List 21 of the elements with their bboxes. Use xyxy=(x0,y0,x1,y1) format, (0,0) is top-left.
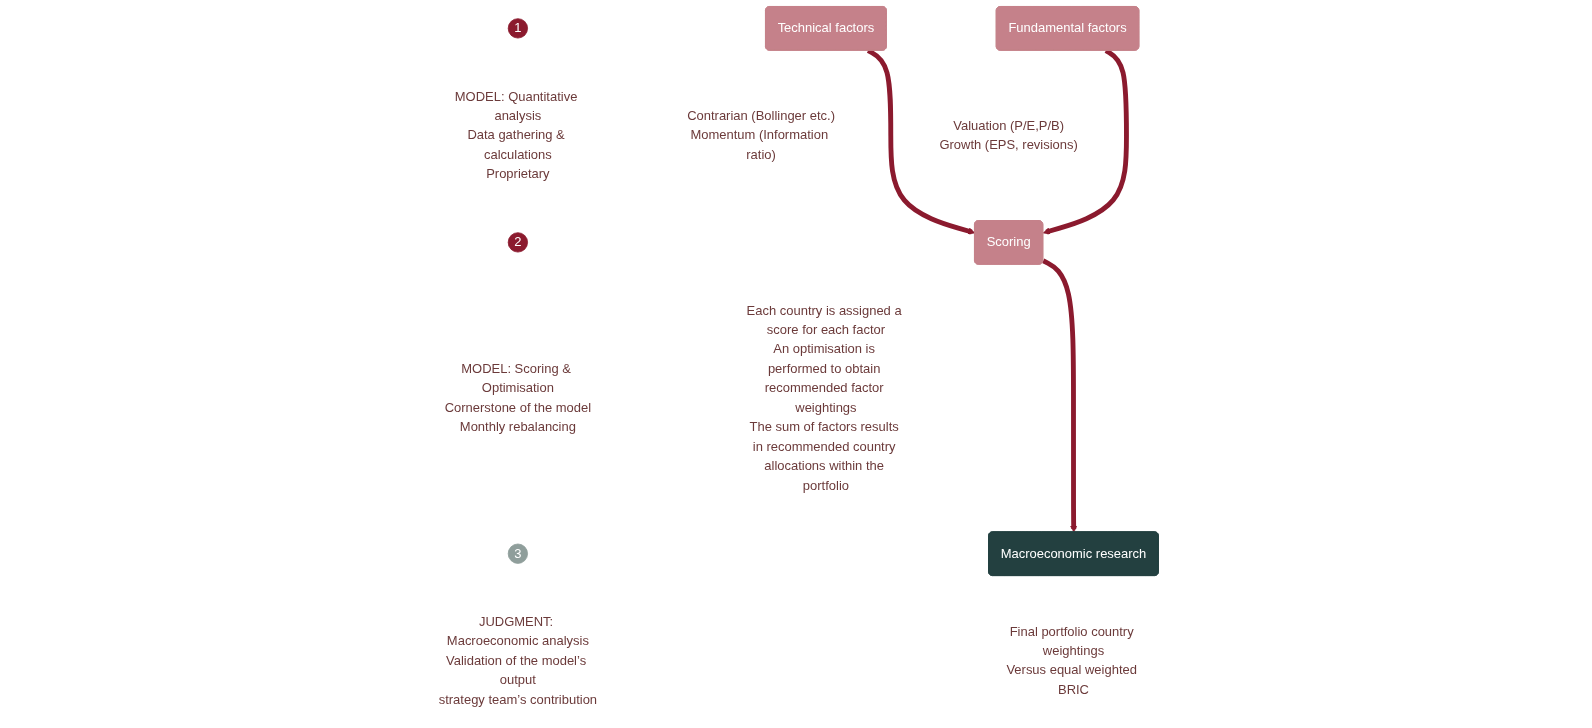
node-label: Cornerstone of the model xyxy=(445,400,592,415)
node-label: Versus equal weighted BRIC xyxy=(1006,663,1138,697)
node-label: Growth (EPS, revisions) xyxy=(939,137,1079,152)
node-label: Monthly rebalancing xyxy=(460,419,577,434)
arrow xyxy=(1042,258,1078,533)
node-circle: 3 xyxy=(508,543,529,564)
node-label: The sum of factors results in recommended country allocations within the portfolio xyxy=(749,419,900,493)
node-label: strategy team’s contribution xyxy=(439,692,598,707)
node-label: Contrarian (Bollinger etc.) xyxy=(687,108,836,123)
node-label: An optimisation is performed to obtain recommended factor weightings xyxy=(764,342,884,415)
node-label: Each country is assigned a score for each factor xyxy=(746,303,902,337)
node-label: Proprietary xyxy=(486,167,550,181)
node-label: Momentum (Information ratio) xyxy=(690,128,829,162)
node-label: Final portfolio country weightings xyxy=(1009,624,1134,658)
node-circle: 2 xyxy=(508,232,529,253)
node-label: MODEL: Quantitative analysis xyxy=(455,89,578,123)
node-label: Valuation (P/E,P/B) xyxy=(953,118,1065,133)
node-circle: 1 xyxy=(508,18,529,39)
node-label: JUDGMENT: Macroeconomic analysis xyxy=(447,614,590,648)
node-label: MODEL: Scoring & Optimisation xyxy=(461,361,572,395)
node-label: Data gathering & calculations xyxy=(467,128,566,162)
